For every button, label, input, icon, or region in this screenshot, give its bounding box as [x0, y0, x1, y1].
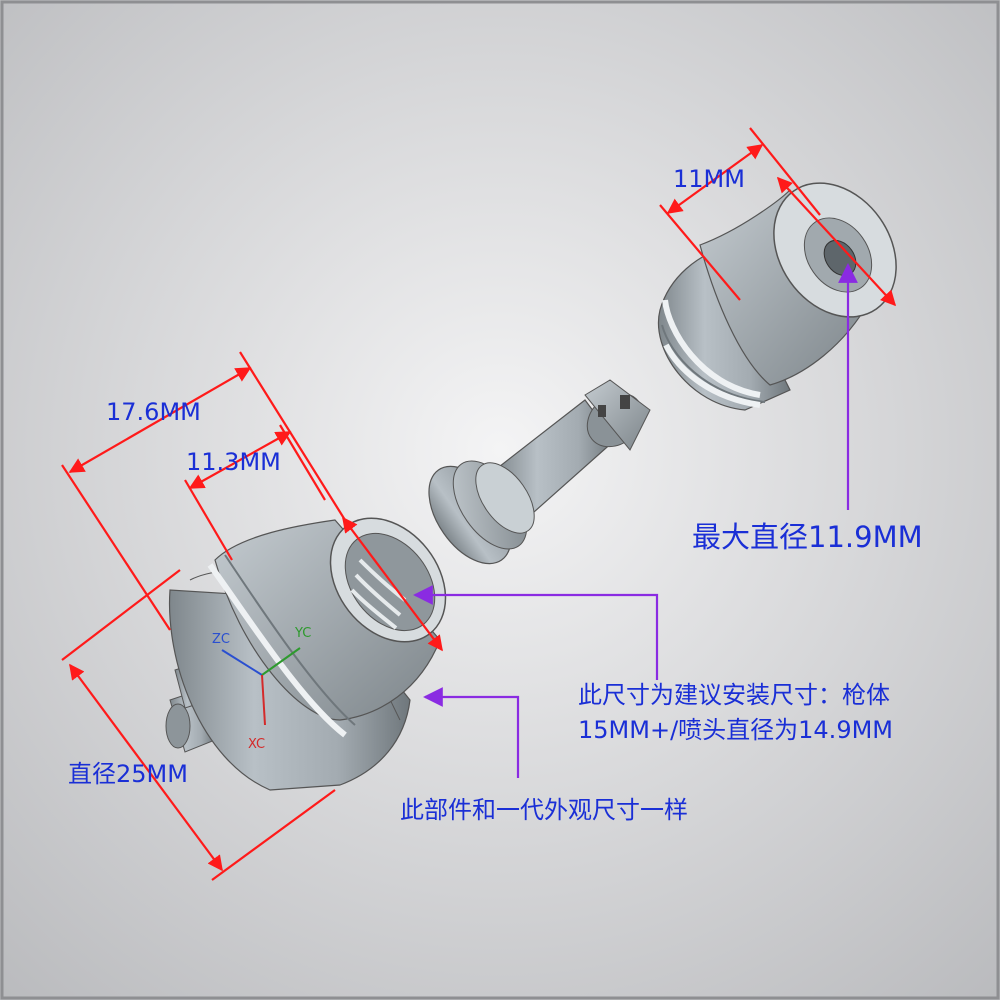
dimension-labels: 11MM 17.6MM 11.3MM 直径25MM 最大直径11.9MM — [68, 165, 923, 788]
label-front-length: 17.6MM — [106, 398, 201, 426]
note-install-line2: 15MM+/喷头直径为14.9MM — [578, 716, 893, 744]
label-front-diameter: 直径25MM — [68, 760, 188, 788]
note-labels: 此尺寸为建议安装尺寸：枪体 15MM+/喷头直径为14.9MM 此部件和一代外观… — [400, 681, 893, 824]
axis-label-xc: XC — [248, 737, 265, 752]
axis-label-zc: ZC — [212, 632, 230, 647]
label-top-length: 11MM — [673, 165, 745, 193]
insert-part — [428, 379, 651, 565]
label-front-inner-length: 11.3MM — [186, 448, 281, 476]
note-same-size: 此部件和一代外观尺寸一样 — [400, 796, 688, 824]
label-max-diameter: 最大直径11.9MM — [692, 520, 923, 554]
axis-label-yc: YC — [294, 626, 311, 641]
note-install-line1: 此尺寸为建议安装尺寸：枪体 — [578, 681, 890, 709]
callout-arrows — [413, 263, 858, 778]
dimension-lines — [61, 127, 897, 881]
coordinate-axes: ZC YC XC — [212, 626, 311, 752]
